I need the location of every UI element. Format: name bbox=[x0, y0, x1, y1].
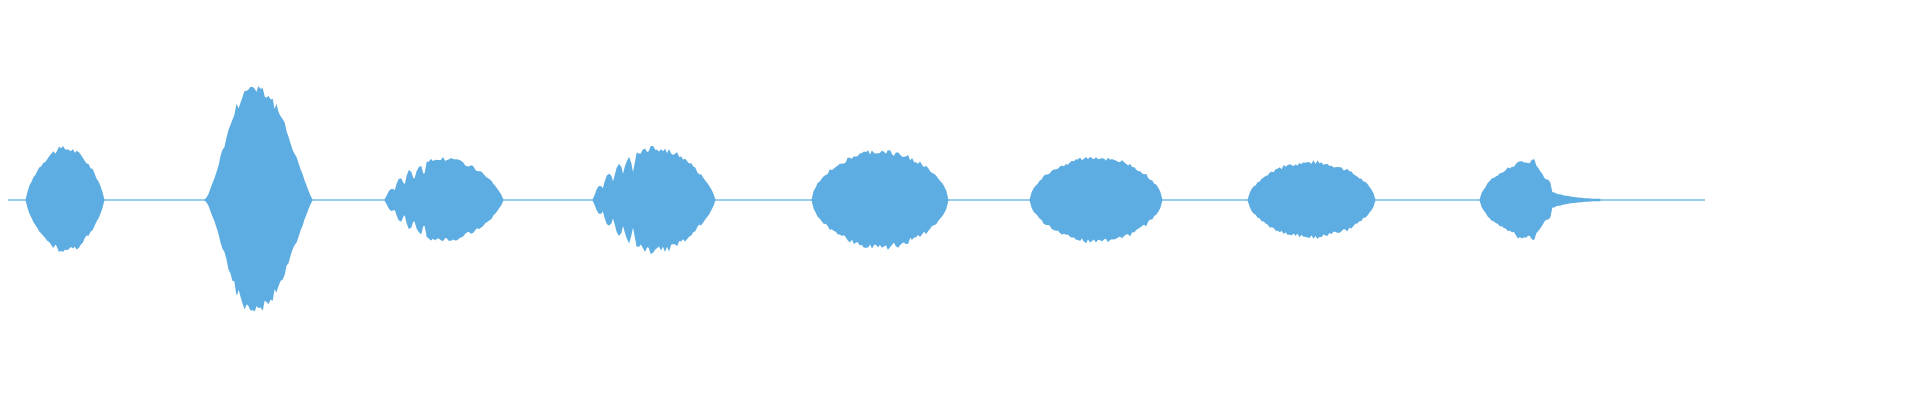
waveform-segment-5 bbox=[811, 150, 949, 250]
waveform-segment-6 bbox=[1029, 156, 1163, 244]
waveform-segment-7 bbox=[1247, 160, 1376, 239]
waveform-segment-2 bbox=[204, 86, 313, 312]
waveform-segment-3 bbox=[384, 157, 504, 242]
waveform-segments bbox=[25, 86, 1601, 312]
waveform-segment-1 bbox=[25, 146, 105, 252]
waveform-segment-8 bbox=[1479, 159, 1601, 240]
waveform-segment-4 bbox=[592, 145, 716, 255]
